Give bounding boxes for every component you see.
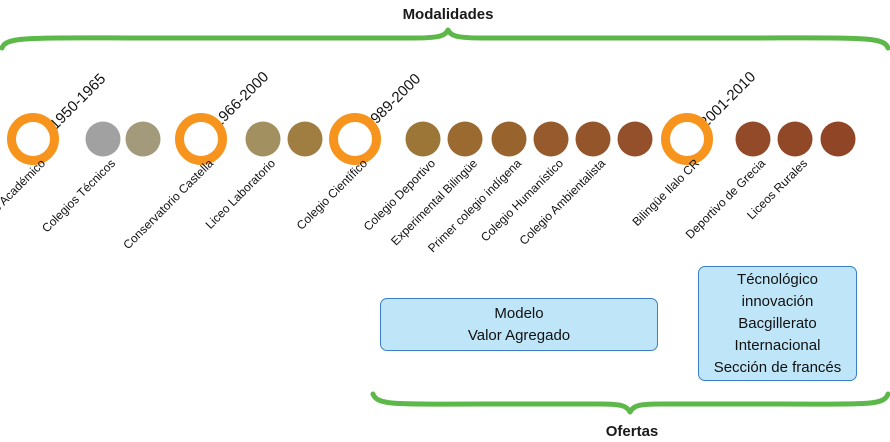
bottom-brace	[370, 391, 890, 415]
box-line: Bacgillerato	[738, 314, 817, 332]
box-line: Modelo	[494, 304, 544, 322]
dot-marker	[405, 121, 441, 157]
ring-marker	[661, 113, 713, 165]
ring-marker	[7, 113, 59, 165]
item-label: Bilingüe Ilalo CR	[629, 156, 702, 229]
tecnologico-box: Técnológico innovación Bacgillerato Inte…	[698, 266, 857, 381]
dot-marker	[533, 121, 569, 157]
ring-marker	[175, 113, 227, 165]
dot-marker	[491, 121, 527, 157]
box-line: Técnológico	[737, 270, 818, 288]
dot-marker	[85, 121, 121, 157]
dot-marker	[617, 121, 653, 157]
dot-marker	[575, 121, 611, 157]
dot-marker	[820, 121, 856, 157]
box-line: Internacional	[734, 336, 821, 354]
item-label: Colegio Deportivo	[361, 156, 439, 234]
ring-marker	[329, 113, 381, 165]
item-label: Colegio Científico	[294, 156, 371, 233]
dot-marker	[447, 121, 483, 157]
box-line: Valor Agregado	[467, 326, 571, 344]
box-line: innovación	[741, 292, 814, 310]
dot-marker	[735, 121, 771, 157]
dot-marker	[245, 121, 281, 157]
box-line: Sección de francés	[713, 358, 842, 376]
dot-marker	[287, 121, 323, 157]
item-label: Colegios Técnicos	[39, 156, 118, 235]
dot-marker	[125, 121, 161, 157]
dot-marker	[777, 121, 813, 157]
modelo-valor-agregado-box: Modelo Valor Agregado	[380, 298, 658, 351]
modalidades-title: Modalidades	[403, 6, 494, 23]
top-brace	[0, 27, 890, 51]
ofertas-title: Ofertas	[606, 423, 659, 440]
item-label: Conservatorio Castella	[120, 156, 216, 252]
